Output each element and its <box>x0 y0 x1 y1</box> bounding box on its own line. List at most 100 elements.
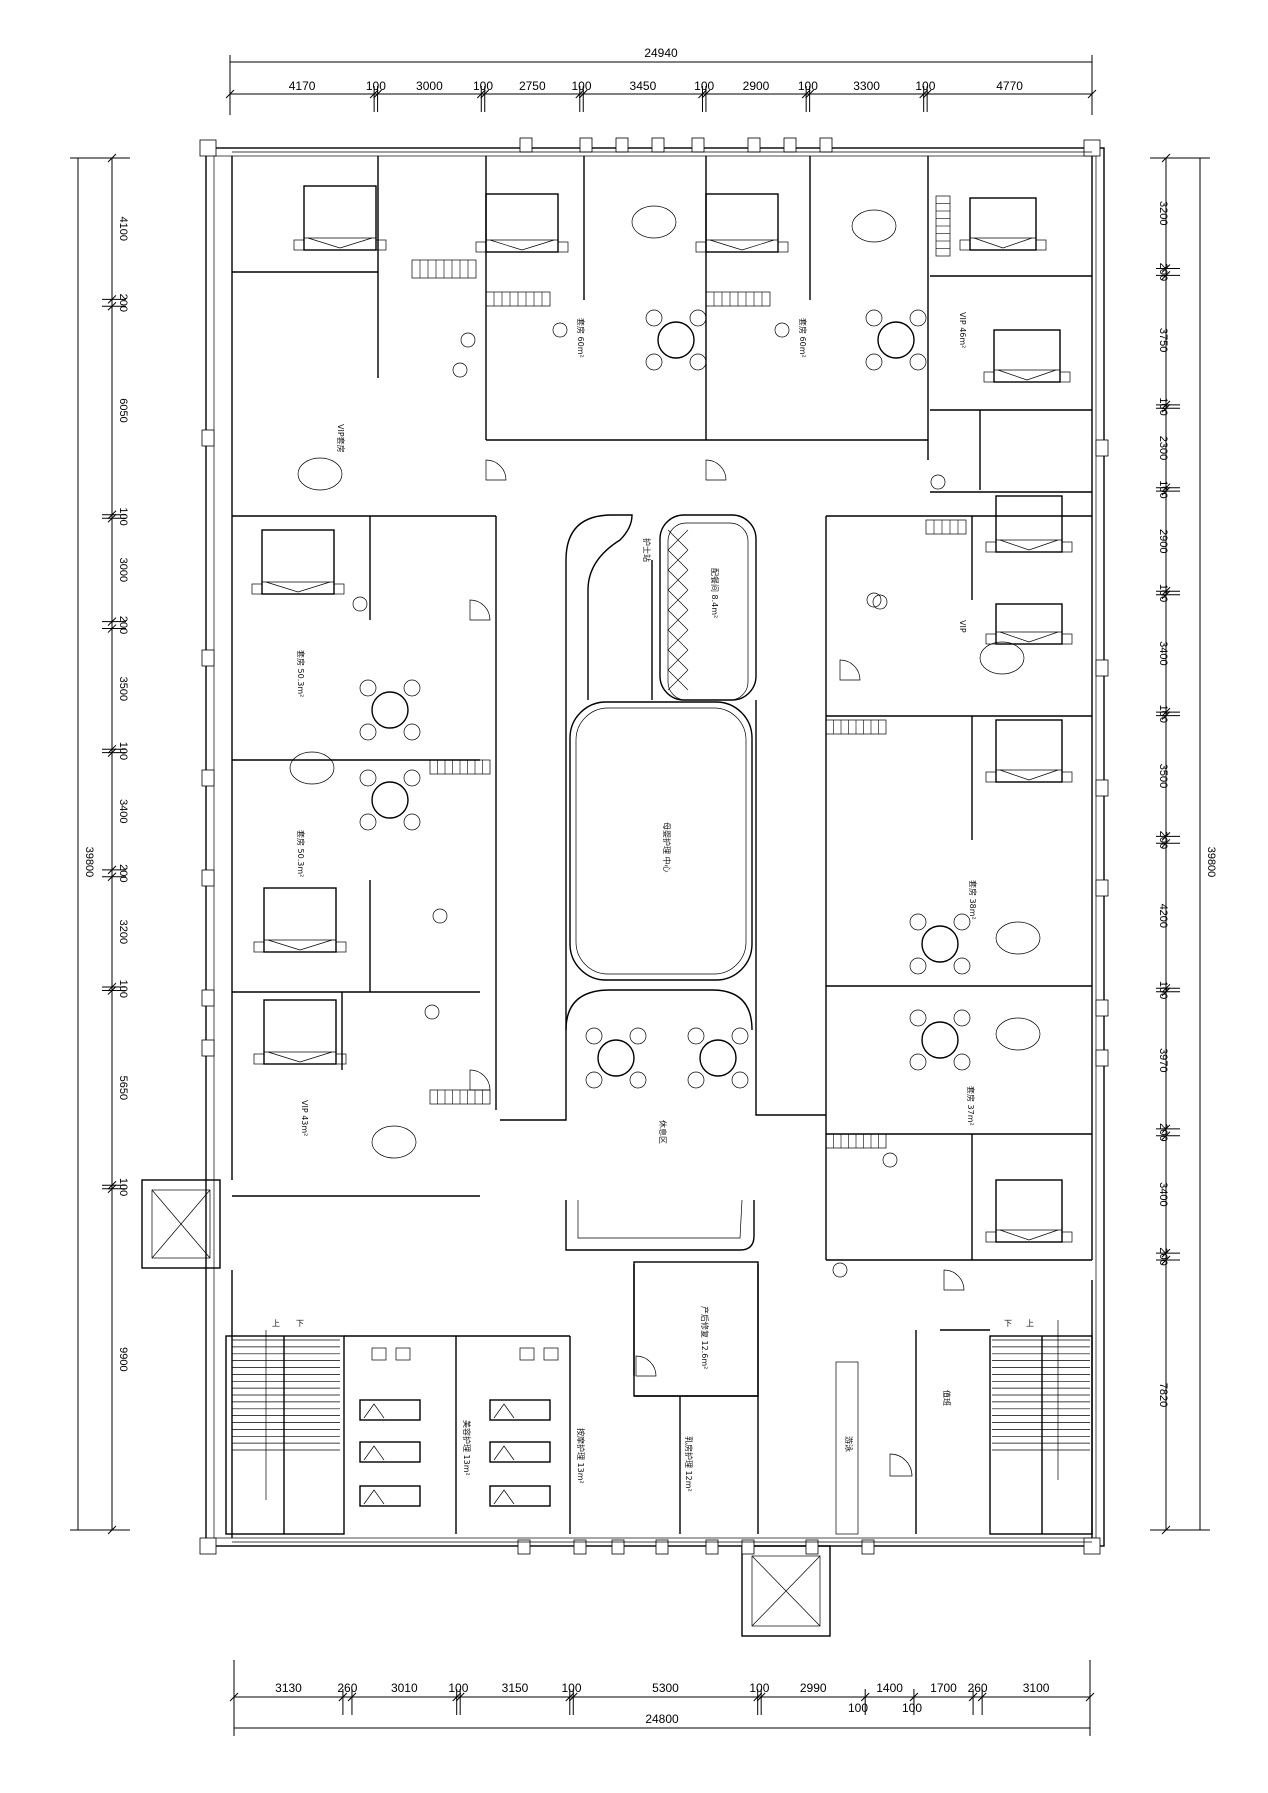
dim-right_segments-2: 3750 <box>1157 328 1169 352</box>
table-chairs-icon <box>359 769 421 831</box>
dim-top_segments-9: 100 <box>798 79 818 93</box>
bed-icon <box>251 529 345 595</box>
door-swing-icon <box>889 1453 913 1477</box>
dim-left_segments-6: 3500 <box>117 677 129 701</box>
dim-top_segments-11: 100 <box>915 79 935 93</box>
dim-top-total: 24940 <box>644 46 678 60</box>
toilet-icon <box>832 1262 848 1278</box>
table-chairs-icon <box>909 913 971 975</box>
room-label-suite-1: 套房 60m² <box>576 318 586 358</box>
dim-bottom_segments-10: 1700 <box>930 1681 957 1695</box>
room-label-vip-suite: VIP套房 <box>336 424 346 453</box>
toilet-icon <box>460 332 476 348</box>
dim-bottom-total: 24800 <box>645 1712 679 1726</box>
sink-icon <box>995 1017 1041 1051</box>
dim-top_segments-4: 2750 <box>519 79 546 93</box>
dim-right_segments-12: 4200 <box>1157 904 1169 928</box>
table-chairs-icon <box>359 679 421 741</box>
dim-right_segments-3: 100 <box>1157 397 1169 415</box>
dim-right_segments-7: 100 <box>1157 584 1169 602</box>
toilet-icon <box>432 908 448 924</box>
room-label-vip-2: VIP 43m² <box>300 1100 309 1136</box>
window-piers <box>232 137 1092 1555</box>
dim-right_segments-11: 200 <box>1157 831 1169 849</box>
toilet-icon <box>872 594 888 610</box>
elevator-bottom <box>741 1545 831 1637</box>
stair-right-label-down: 下 <box>1004 1319 1012 1328</box>
dim-right_segments-17: 200 <box>1157 1247 1169 1265</box>
stair-left-label-down: 下 <box>296 1319 304 1328</box>
room-label-massage: 按摩护理 13m² <box>576 1428 586 1484</box>
sink-icon <box>979 641 1025 675</box>
dim-right_segments-16: 3400 <box>1157 1182 1169 1206</box>
dim-right_segments-9: 100 <box>1157 705 1169 723</box>
dim-top_segments-7: 100 <box>694 79 714 93</box>
dim-bottom-sub-1: 100 <box>848 1701 868 1715</box>
bed-icon <box>985 495 1073 553</box>
room-label-suite-4: 套房 50.3m² <box>296 830 306 877</box>
dim-left_segments-10: 3200 <box>117 920 129 944</box>
column <box>1083 139 1101 157</box>
bed-icon <box>489 1399 551 1421</box>
dim-top_segments-10: 3300 <box>853 79 880 93</box>
bed-icon <box>253 999 347 1065</box>
dim-top_segments-3: 100 <box>473 79 493 93</box>
dim-top_segments-6: 3450 <box>630 79 657 93</box>
dim-right_segments-13: 100 <box>1157 981 1169 999</box>
dimension-left: 39800 4100200605010030002003500100340020… <box>70 153 130 1535</box>
table-chairs-icon <box>645 309 707 371</box>
bed-icon <box>253 887 347 953</box>
dim-top_segments-1: 100 <box>366 79 386 93</box>
dimension-right: 39800 3200 200 3750 100 2300 100 2900 100 3400 10… <box>1150 153 1217 1535</box>
dim-right-total: 39800 <box>1205 847 1217 878</box>
sink-icon <box>851 209 897 243</box>
dim-bottom_segments-9: 1400 <box>876 1681 903 1695</box>
dim-bottom_segments-1: 260 <box>337 1681 357 1695</box>
dim-bottom_segments-2: 3010 <box>391 1681 418 1695</box>
room-label-vip-3: VIP <box>958 620 967 633</box>
elevator-left <box>141 1179 221 1269</box>
toilet-icon <box>882 1152 898 1168</box>
table-chairs-icon <box>865 309 927 371</box>
stair-left: 上 下 <box>225 1319 345 1535</box>
room-label-postpartum: 产后修复 12.6m² <box>700 1306 710 1369</box>
dim-top_segments-2: 3000 <box>416 79 443 93</box>
door-swing-icon <box>635 1355 657 1377</box>
door-swing-icon <box>469 1069 491 1091</box>
table-chairs-icon <box>687 1027 749 1089</box>
sink-icon <box>995 921 1041 955</box>
room-label-suite-6: 套房 37m² <box>966 1086 976 1126</box>
central-core <box>500 514 826 1397</box>
room-label-beauty: 美容护理 13m² <box>462 1420 472 1476</box>
dim-left-total: 39800 <box>83 847 95 878</box>
dim-left_segments-11: 100 <box>117 980 129 998</box>
room-label-swim: 游泳 <box>844 1436 854 1452</box>
room-label-suite-3: 套房 50.3m² <box>296 650 306 697</box>
dim-left_segments-3: 100 <box>117 507 129 525</box>
dim-top_segments-8: 2900 <box>743 79 770 93</box>
toilet-icon <box>930 474 946 490</box>
table-chairs-icon <box>585 1027 647 1089</box>
dim-left_segments-0: 4100 <box>117 216 129 240</box>
room-label-breast: 乳房护理 12m² <box>684 1436 694 1492</box>
toilet-icon <box>352 596 368 612</box>
dim-bottom_segments-8: 2990 <box>800 1681 827 1695</box>
door-swing-icon <box>485 459 507 481</box>
toilet-icon <box>774 322 790 338</box>
bed-icon <box>359 1485 421 1507</box>
toilet-icon <box>452 362 468 378</box>
stair-right: 上 下 <box>989 1319 1093 1535</box>
dim-right_segments-6: 2900 <box>1157 529 1169 553</box>
dim-left_segments-13: 100 <box>117 1178 129 1196</box>
dim-right_segments-0: 3200 <box>1157 201 1169 225</box>
dim-top_segments-12: 4770 <box>996 79 1023 93</box>
door-swing-icon <box>839 659 861 681</box>
fixtures <box>289 195 1041 1477</box>
dim-right_segments-4: 2300 <box>1157 436 1169 460</box>
room-label-lounge: 休息区 <box>658 1120 668 1144</box>
dim-bottom_segments-12: 3100 <box>1023 1681 1050 1695</box>
door-swing-icon <box>705 459 727 481</box>
beds <box>251 185 1073 1243</box>
